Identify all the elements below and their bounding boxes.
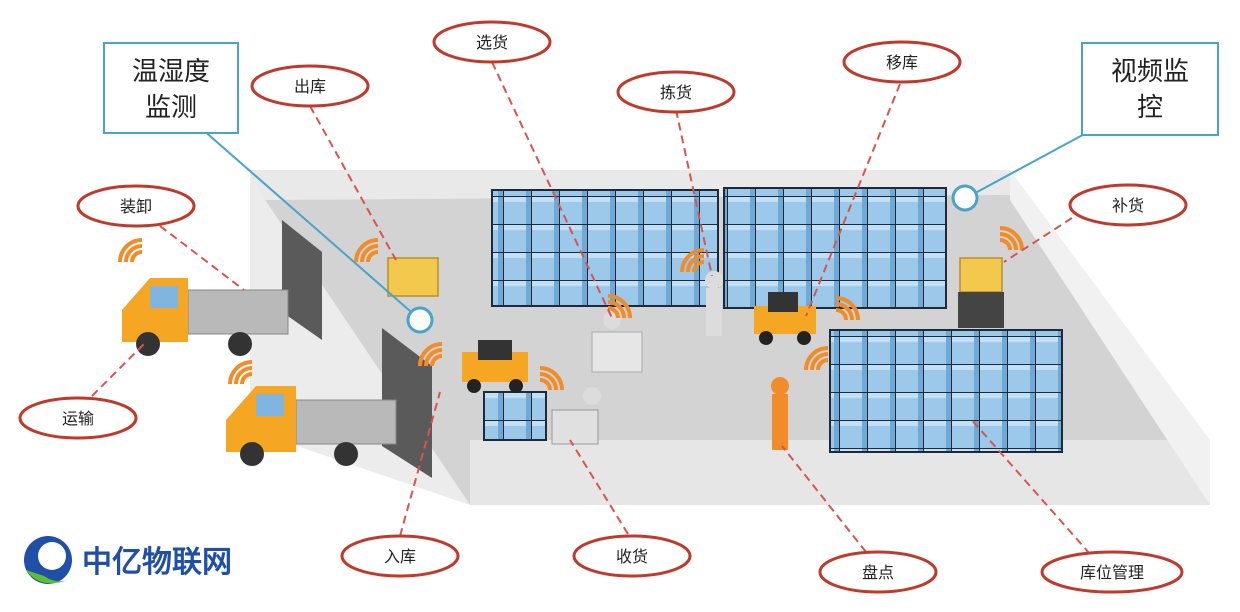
label-kuwei: 库位管理 <box>1080 563 1144 582</box>
oval-buhuo: 补货 <box>1068 183 1188 227</box>
forklift-2 <box>754 292 816 345</box>
label-xuanhuo: 选货 <box>476 33 508 52</box>
wifi-icon <box>607 294 632 319</box>
rack-block-small <box>483 391 547 441</box>
oval-yiku: 移库 <box>842 40 962 84</box>
leader-ruku <box>399 391 441 537</box>
leader-xuanhuo <box>491 61 613 319</box>
wifi-icon <box>804 346 829 371</box>
leader-buhuo <box>1003 217 1073 263</box>
oval-yunshu: 运输 <box>18 396 138 440</box>
warehouse-front-face <box>470 440 1210 505</box>
worker-sorting <box>591 311 643 373</box>
video-monitor-box: 视频监 控 <box>1081 42 1219 136</box>
truck-2 <box>226 386 397 466</box>
forklift-1 <box>462 340 528 393</box>
leader-kuwei <box>969 417 1091 555</box>
wifi-icon <box>418 342 443 367</box>
temperature-sensor-icon <box>406 306 434 334</box>
camera-sensor-icon <box>951 184 979 212</box>
wifi-icon <box>228 360 253 385</box>
leader-chuku <box>309 105 397 261</box>
label-pandian: 盘点 <box>862 563 894 582</box>
video-box-line1: 视频监 <box>1111 57 1189 87</box>
warehouse-right-wall <box>1010 170 1210 505</box>
leader-lines <box>91 61 1091 555</box>
wifi-signal-icons <box>118 226 1024 391</box>
worker-counting <box>771 377 789 450</box>
replenish-lift <box>958 292 1004 328</box>
leader-shouhuo <box>569 439 629 535</box>
temperature-box-line2: 监测 <box>145 93 197 123</box>
wifi-icon <box>118 238 143 263</box>
rack-block-front-right <box>829 329 1063 453</box>
dock-door-1 <box>282 220 322 340</box>
leader-pandian <box>781 445 867 553</box>
leader-jianhuo <box>675 109 713 277</box>
temperature-box-line1: 温湿度 <box>132 57 210 87</box>
wifi-icon <box>999 226 1024 251</box>
leader-zhuangxie <box>159 225 245 291</box>
rack-block-middle <box>723 187 947 309</box>
connector-temperature <box>177 107 419 319</box>
temperature-monitor-box: 温湿度 监测 <box>103 42 239 134</box>
label-ruku: 入库 <box>384 547 416 566</box>
wifi-icon <box>680 248 705 273</box>
label-chuku: 出库 <box>294 77 326 96</box>
logo-text: 中亿物联网 <box>82 545 232 580</box>
oval-kuwei: 库位管理 <box>1040 550 1184 594</box>
worker-picking <box>705 271 723 336</box>
oval-zhuangxie: 装卸 <box>76 184 196 228</box>
oval-chuku: 出库 <box>250 64 370 108</box>
label-buhuo: 补货 <box>1112 196 1144 215</box>
worker-desk <box>551 387 601 445</box>
oval-ruku: 入库 <box>340 534 460 578</box>
company-logo: 中亿物联网 <box>24 536 232 584</box>
label-yunshu: 运输 <box>62 409 94 428</box>
label-zhuangxie: 装卸 <box>120 197 152 216</box>
pallet-goods-entry <box>387 257 439 297</box>
oval-shouhuo: 收货 <box>572 534 692 578</box>
video-box-line2: 控 <box>1137 93 1163 123</box>
wifi-icon <box>539 366 564 391</box>
label-shouhuo: 收货 <box>616 547 648 566</box>
oval-pandian: 盘点 <box>818 550 938 594</box>
leader-yiku <box>805 83 901 317</box>
wifi-icon <box>835 296 860 321</box>
equipment <box>387 257 1004 450</box>
process-labels: 选货 出库 拣货 移库 装卸 补货 运输 入库 <box>18 20 1188 594</box>
storage-racks <box>483 187 1063 453</box>
label-yiku: 移库 <box>886 53 918 72</box>
wifi-icon <box>354 238 379 263</box>
label-jianhuo: 拣货 <box>660 83 692 102</box>
pallet-goods-replenish <box>959 257 1003 293</box>
logo-swirl-icon <box>24 536 72 584</box>
truck-1 <box>122 278 289 356</box>
rack-block-left <box>491 189 719 307</box>
oval-jianhuo: 拣货 <box>616 70 736 114</box>
oval-xuanhuo: 选货 <box>432 20 552 64</box>
